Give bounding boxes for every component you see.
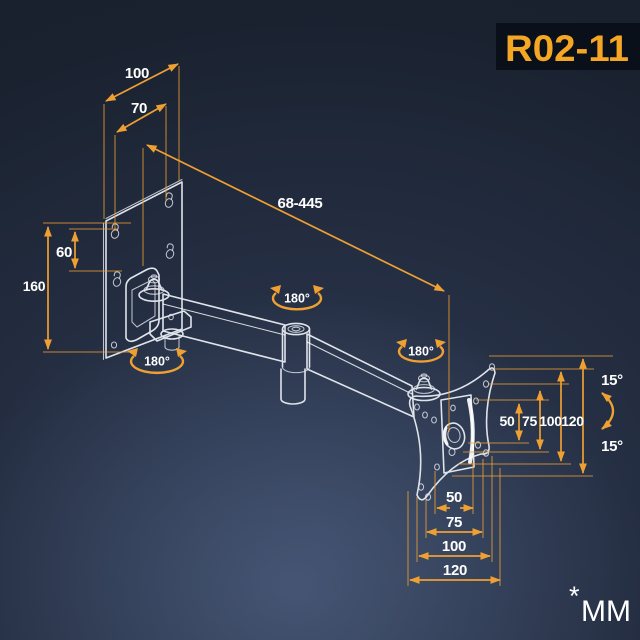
vesa-plate: [408, 363, 496, 501]
plate-hole: [110, 341, 118, 349]
adapter-hole: [450, 404, 456, 412]
vesa-hole: [482, 380, 490, 388]
model-badge: R02-11: [496, 23, 640, 70]
vesa-boss: [442, 422, 466, 457]
dim-plate-hole-h-label: 70: [131, 100, 147, 117]
tilt-arrow: [601, 392, 615, 430]
vesa-hole: [434, 463, 440, 471]
dim-vesa-v-100-label: 100: [539, 413, 562, 429]
dim-vesa-v-75-label: 75: [522, 413, 537, 429]
vesa-hole: [414, 403, 420, 411]
vesa-hole: [474, 441, 482, 449]
dim-extension-label: 68-445: [278, 195, 323, 212]
vesa-hole: [431, 416, 437, 424]
keyhole-slot: [165, 243, 175, 259]
dim-vesa-h-120-label: 120: [443, 562, 467, 579]
vesa-hole: [424, 493, 432, 501]
swivel-indicator-head: 180°: [396, 339, 446, 363]
dim-vesa-h-75-label: 75: [446, 514, 462, 531]
keyhole-slot: [110, 223, 120, 239]
swivel-indicator-wall: 180°: [127, 348, 187, 375]
plate-hole: [168, 313, 174, 321]
dim-vesa-v-50-label: 50: [500, 413, 515, 429]
dimension-labels: 100 70 68-445 60 160 50 75 100 120 50 75…: [23, 65, 624, 579]
swivel-elbow-label: 180°: [284, 292, 310, 306]
dimension-leaders: [43, 66, 613, 586]
units-asterisk: *: [569, 581, 580, 611]
dim-vesa-h-100-label: 100: [442, 538, 466, 555]
dim-vesa-v-120-label: 120: [561, 413, 584, 429]
arm-segment-1: [162, 293, 286, 363]
units-note: * MM: [569, 581, 631, 628]
dimension-lines: [44, 63, 615, 584]
swivel-wall-label: 180°: [144, 355, 170, 369]
tilt-up-label: 15°: [601, 372, 623, 389]
keyhole-slot: [112, 271, 122, 287]
model-label: R02-11: [505, 28, 629, 69]
dim-plate-width-label: 100: [125, 65, 149, 82]
vesa-hole: [488, 363, 496, 371]
tilt-head-pivot: [407, 373, 441, 402]
vesa-hole: [422, 411, 428, 419]
vesa-hole: [417, 483, 425, 491]
dim-vesa-h-50-label: 50: [446, 489, 462, 506]
vesa-hole: [473, 397, 479, 405]
arm-segment-2: [306, 333, 415, 418]
swivel-head-label: 180°: [408, 345, 434, 359]
dim-plate-hole-v-label: 60: [56, 244, 72, 261]
wall-pivot: [138, 274, 170, 302]
units-label: MM: [581, 595, 631, 628]
tilt-down-label: 15°: [601, 438, 623, 455]
dim-plate-height-label: 160: [23, 278, 46, 294]
vesa-hole: [482, 449, 490, 457]
swivel-indicator-elbow: 180°: [270, 285, 324, 311]
